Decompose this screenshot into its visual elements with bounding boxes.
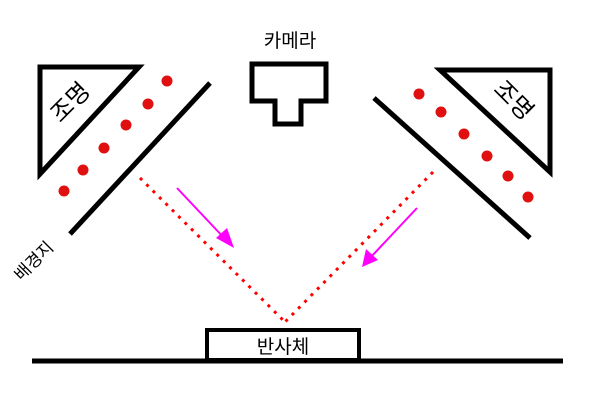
ray-right [283, 170, 435, 324]
light-dot [413, 88, 425, 100]
light-dots-left [58, 75, 173, 197]
arrow-left-shaft [176, 187, 227, 241]
light-dot [522, 191, 534, 203]
light-dots-right [413, 88, 534, 203]
background-label: 배경지 [11, 238, 58, 285]
light-dot [458, 128, 470, 140]
arrow-right-shaft [369, 207, 418, 259]
light-right-icon [433, 67, 553, 178]
light-dot [98, 142, 110, 154]
light-dot [77, 164, 89, 176]
camera-label: 카메라 [264, 30, 316, 52]
light-dot [142, 98, 154, 110]
light-dot [58, 185, 70, 197]
arrow-left [176, 187, 234, 248]
light-dot [502, 170, 514, 182]
light-dot [435, 106, 447, 118]
ray-left [138, 176, 287, 324]
arrow-right [362, 207, 418, 267]
background-sheet-left [68, 81, 212, 236]
background-sheet-right [372, 96, 532, 240]
arrow-right-head [362, 249, 378, 267]
light-dot [161, 75, 173, 87]
light-dot [481, 150, 493, 162]
reflector-label: 반사체 [257, 336, 309, 358]
light-left-icon [37, 64, 145, 181]
camera-icon [249, 61, 329, 127]
light-dot [120, 119, 132, 131]
arrow-left-head [216, 228, 234, 248]
